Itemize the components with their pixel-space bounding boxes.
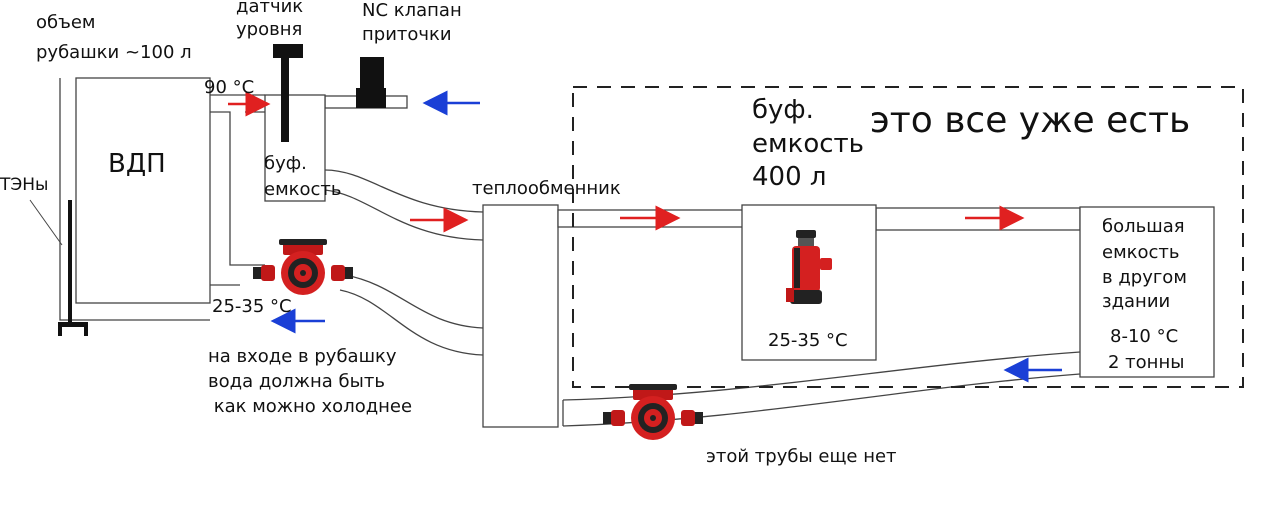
inlet-note: как можно холоднее	[208, 396, 412, 417]
level-sensor-label: уровня	[236, 19, 302, 40]
missing-pipe-note: этой трубы еще нет	[706, 446, 897, 467]
level-sensor-label: датчик	[236, 0, 303, 17]
existing-equipment-region	[572, 86, 1244, 388]
big-tank-label: емкость	[1102, 242, 1180, 263]
small-buffer-label: буф.	[264, 153, 307, 174]
nc-valve-label: приточки	[362, 24, 452, 45]
tens-leader-line	[29, 199, 63, 246]
small-buffer-label: емкость	[264, 179, 342, 200]
big-tank-temperature: 8-10 °C	[1110, 326, 1178, 347]
level-sensor-icon	[273, 44, 303, 142]
big-tank-label: здании	[1102, 291, 1170, 312]
heat-exchanger	[482, 204, 559, 428]
big-tank-label: большая	[1102, 216, 1185, 237]
big-buffer-label: 400 л	[752, 162, 827, 192]
tens-label: ТЭНы	[0, 175, 48, 195]
small-buffer-tank	[264, 94, 326, 202]
heating-element-icon	[58, 200, 88, 336]
big-buffer-label: емкость	[752, 129, 864, 159]
pipes-to-exchanger	[324, 169, 484, 356]
inlet-note: вода должна быть	[208, 371, 385, 392]
jacket-volume-label: рубашки ~100 л	[36, 42, 192, 63]
big-tank-mass: 2 тонны	[1108, 352, 1184, 373]
existing-note: это все уже есть	[870, 100, 1190, 141]
buffer-temperature: 25-35 °C	[768, 330, 848, 351]
outlet-temperature: 90 °C	[204, 77, 254, 98]
jacket-volume-label: объем	[36, 12, 95, 33]
heat-exchanger-label: теплообменник	[472, 178, 621, 199]
flow-arrows	[228, 90, 1062, 383]
vdp-label: ВДП	[108, 149, 166, 179]
submersible-pump-icon	[786, 230, 832, 304]
nc-valve-label: NC клапан	[362, 0, 462, 21]
big-buffer-label: буф.	[752, 95, 814, 125]
boiler-jacket	[59, 77, 211, 321]
return-temperature: 25-35 °C	[212, 296, 292, 317]
inlet-note: на входе в рубашку	[208, 346, 397, 367]
big-tank	[1079, 206, 1215, 378]
circulation-pump-icon	[253, 239, 353, 295]
big-tank-label: в другом	[1102, 267, 1187, 288]
nc-valve-icon	[356, 57, 386, 108]
